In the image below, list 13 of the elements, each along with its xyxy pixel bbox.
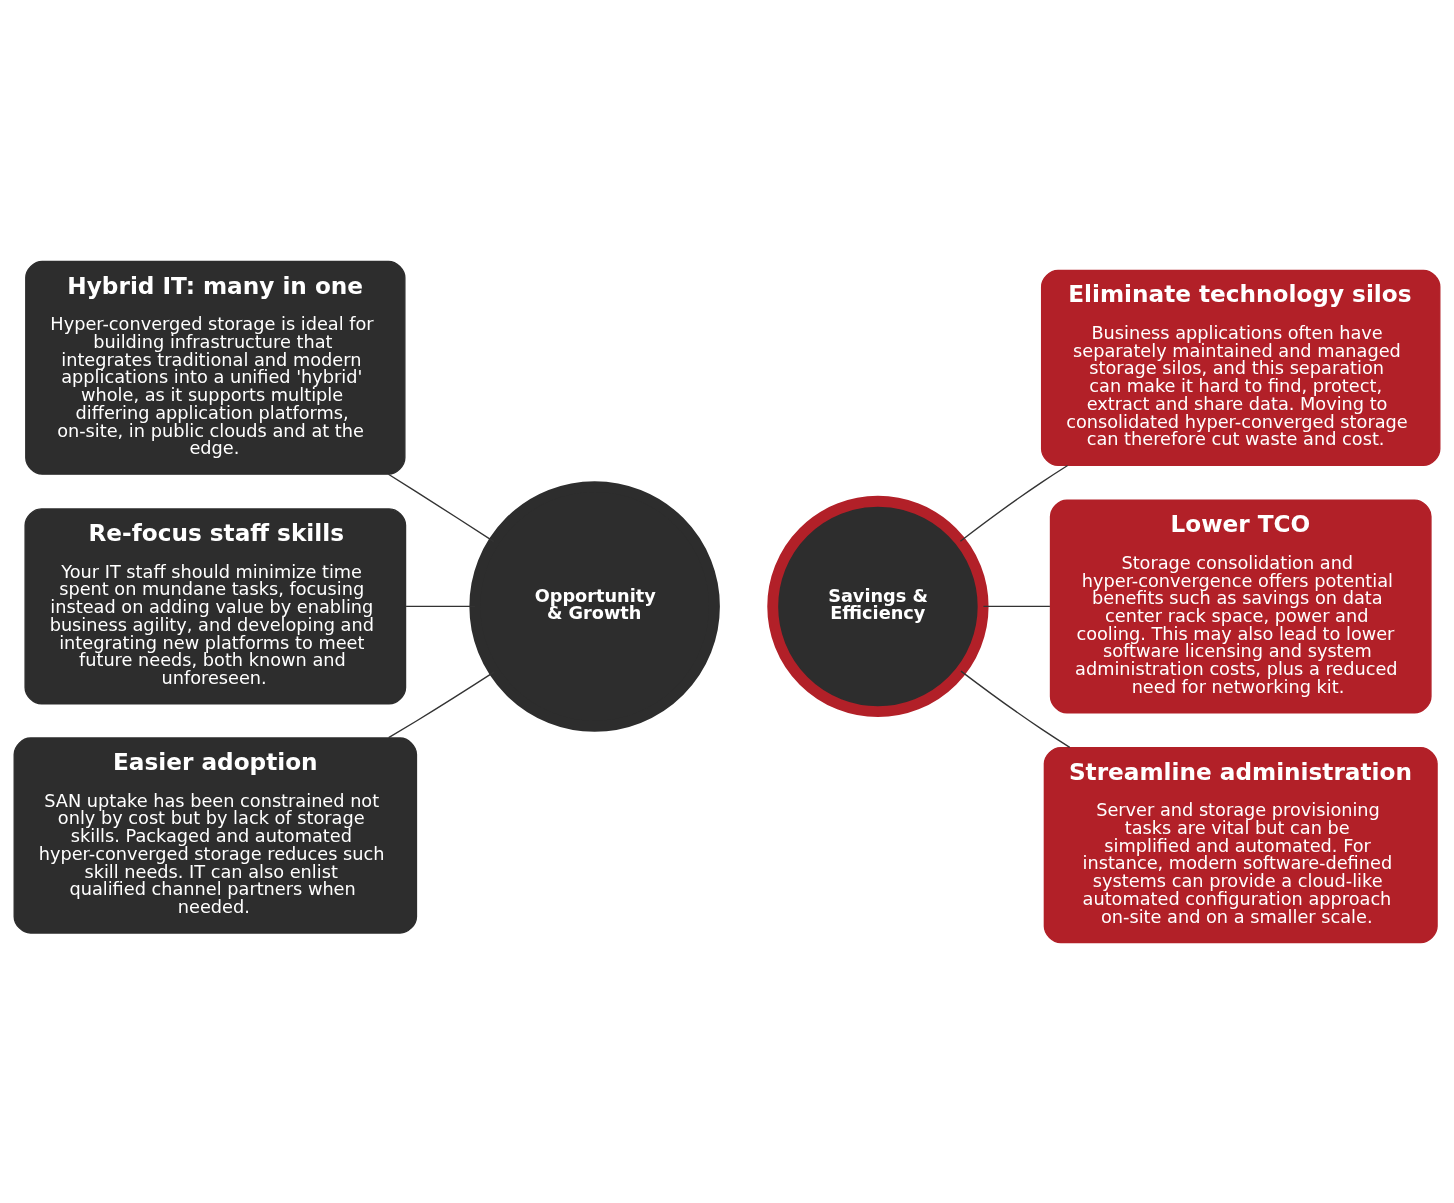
connector	[405, 605, 476, 607]
node-box: Streamline administration Server and storage provisioning tasks are vital but can be simplified and automated. For instance, modern software-defined systems can provide a cloud-like automated configuration approach on-site and on a smaller scale.	[1043, 746, 1438, 943]
node-box: Lower TCO Storage consolidation and hyper-convergence offers potential benefits such as savings on data center rack space, power and cooling. This may also lead to lower software licensing and system administration costs, plus a reduced need for networking kit.	[1049, 498, 1432, 713]
node-box: Re-focus staff skills Your IT staff should minimize time spent on mundane tasks, focusing instead on adding value by enabling business agility, and developing and integrating new platforms to meet future needs, both known and unforeseen.	[24, 507, 407, 705]
node-circle: Savings & Efficiency	[767, 495, 989, 717]
connector	[388, 670, 495, 738]
node-box: Eliminate technology silos Business applications often have separately maintained and managed storage silos, and this separation can make it hard to find, protect, extract and share data. Moving to consolidated hyper-converged storage can therefore cut waste and cost.	[1040, 269, 1441, 466]
connector	[960, 669, 1071, 748]
connector	[982, 605, 1051, 607]
node-circle: Opportunity & Growth	[469, 480, 720, 732]
node-box: Easier adoption SAN uptake has been constrained not only by cost but by lack of storage skills. Packaged and automated hyper-converged storage reduces such skill needs. IT can also enlist qualified channel partners when needed.	[13, 736, 418, 934]
connector	[959, 464, 1069, 542]
node-box: Hybrid IT: many in one Hyper-converged storage is ideal for building infrastructure that integrates traditional and modern applications into a unified 'hybrid' whole, as it supports multiple differing application platforms, on-site, in public clouds and at the edge.	[25, 260, 406, 475]
